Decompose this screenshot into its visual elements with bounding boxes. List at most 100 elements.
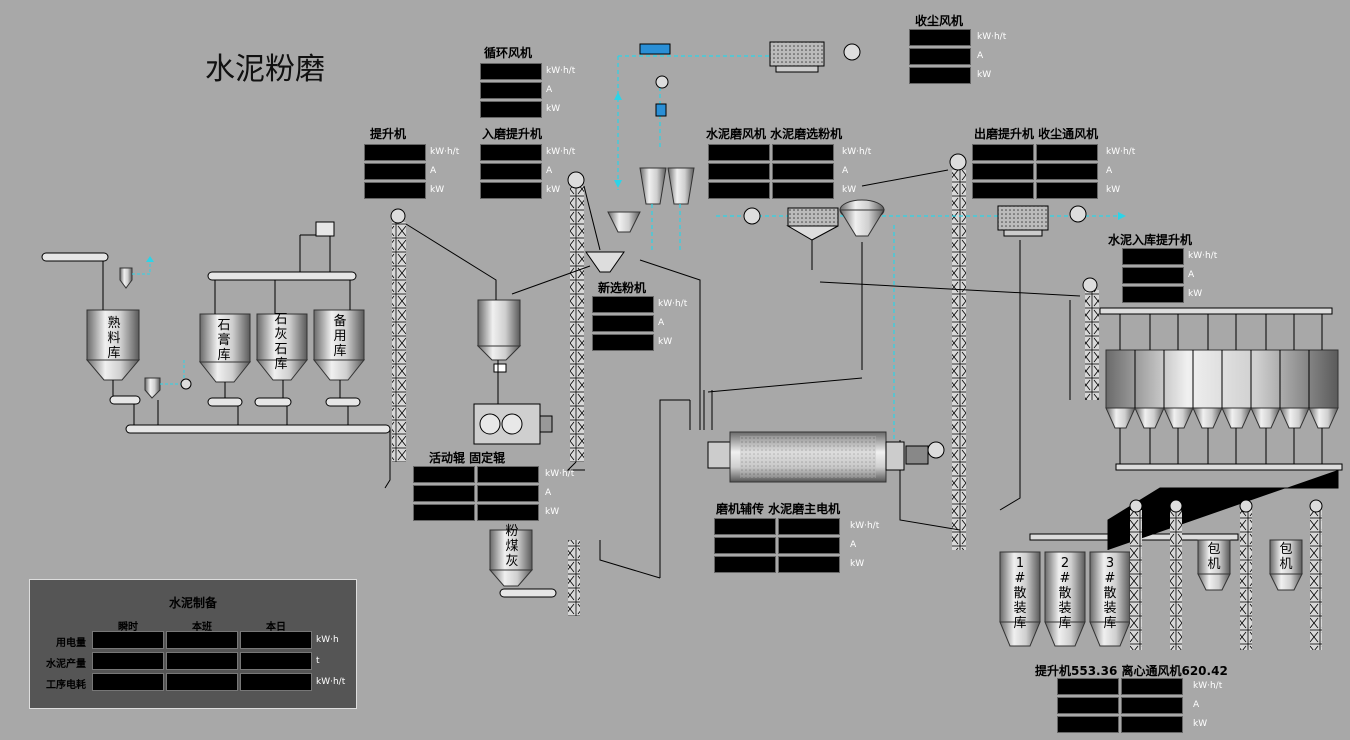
feed-hopper (585, 251, 625, 273)
col-header: 本日 (266, 622, 286, 633)
value-cell (1057, 716, 1119, 733)
belt-conveyors-left (41, 252, 557, 598)
bag-filter-top (769, 41, 825, 73)
value-cell (972, 182, 1034, 199)
cement-warehouse-elevator (1085, 290, 1099, 400)
row-unit: kW·h/t (316, 677, 346, 687)
bulk-silos (999, 551, 1131, 647)
dust-fan-icon (843, 43, 861, 61)
unit-label: kW·h/t (1193, 681, 1223, 691)
col-header: 本班 (192, 622, 212, 633)
unit-label: kW·h/t (546, 66, 576, 76)
unit-label: kW·h/t (546, 147, 576, 157)
coal-ash-silo (488, 529, 534, 587)
unit-label: kW·h/t (850, 521, 880, 531)
value-cell (166, 652, 238, 670)
value-cell (92, 652, 164, 670)
unit-label: A (545, 488, 552, 498)
bulk-silo-2-label: 2 # 散 装 库 (1058, 556, 1072, 631)
value-cell (592, 315, 654, 332)
value-cell (972, 163, 1034, 180)
value-cell (480, 182, 542, 199)
cyclones (639, 167, 695, 205)
value-cell (778, 537, 840, 554)
unit-label: kW (546, 104, 561, 114)
value-cell (1122, 248, 1184, 265)
mill-inlet-elevator (570, 186, 584, 462)
spare-silo (312, 309, 366, 381)
value-cell (714, 537, 776, 554)
value-cell (909, 29, 971, 46)
row-unit: t (316, 656, 320, 666)
unit-label: A (977, 51, 984, 61)
value-cell (1057, 697, 1119, 714)
value-cell (708, 144, 770, 161)
unit-label: A (430, 166, 437, 176)
value-cell (480, 163, 542, 180)
value-cell (714, 518, 776, 535)
unit-label: kW (1106, 185, 1121, 195)
gypsum-silo (198, 313, 252, 383)
value-cell (909, 67, 971, 84)
value-cell (1122, 286, 1184, 303)
coal-ash-elevator (568, 540, 580, 616)
value-cell (1121, 697, 1183, 714)
unit-label: kW (977, 70, 992, 80)
unit-label: A (546, 85, 553, 95)
packer-1-label: 包 机 (1207, 542, 1221, 572)
value-cell (1121, 678, 1183, 695)
value-cell (972, 144, 1034, 161)
panel-label: 入磨提升机 (482, 127, 543, 141)
value-cell (364, 163, 426, 180)
packer-elevators (1129, 499, 1323, 650)
panel-label: 新选粉机 (598, 281, 647, 295)
unit-label: kW (1188, 289, 1203, 299)
unit-label: A (1106, 166, 1113, 176)
value-cell (413, 485, 475, 502)
dust-vent-fan-icon (1069, 205, 1087, 223)
feeder-hopper (315, 221, 335, 237)
cement-prep-summary: 水泥制备 瞬时 本班 本日 用电量 kW·h 水泥产量 t 工序电耗 kW·h/… (29, 579, 357, 709)
unit-label: kW (546, 185, 561, 195)
unit-label: kW·h/t (977, 32, 1007, 42)
unit-label: kW (658, 337, 673, 347)
value-cell (364, 144, 426, 161)
value-cell (480, 144, 542, 161)
value-cell (1121, 716, 1183, 733)
page-title: 水泥粉磨 (205, 52, 325, 87)
value-cell (480, 63, 542, 80)
panel-label: 水泥入库提升机 (1108, 233, 1193, 247)
value-cell (1036, 182, 1098, 199)
panel-label: 循环风机 (484, 46, 533, 60)
value-cell (92, 673, 164, 691)
value-cell (1057, 678, 1119, 695)
packer-2-label: 包 机 (1279, 542, 1293, 572)
value-cell (413, 504, 475, 521)
spare-silo-label: 备 用 库 (333, 314, 347, 359)
value-cell (240, 652, 312, 670)
row-unit: kW·h (316, 635, 339, 645)
value-cell (1036, 163, 1098, 180)
value-cell (778, 518, 840, 535)
unit-label: A (850, 540, 857, 550)
clinker-silo (85, 309, 141, 381)
col-header: 瞬时 (118, 622, 138, 633)
unit-label: kW (842, 185, 857, 195)
mill-fan-icon (743, 207, 761, 225)
value-cell (477, 485, 539, 502)
new-separator (607, 211, 641, 233)
ball-mill (707, 431, 945, 483)
value-cell (413, 466, 475, 483)
packer-silos (1197, 539, 1303, 591)
row-label: 工序电耗 (46, 680, 86, 691)
value-cell (92, 631, 164, 649)
unit-label: A (1188, 270, 1195, 280)
cement-silos (1029, 307, 1343, 541)
value-cell (240, 631, 312, 649)
unit-label: A (658, 318, 665, 328)
unit-label: kW·h/t (1188, 251, 1218, 261)
row-label: 用电量 (56, 638, 86, 649)
bag-filter-mid (786, 207, 839, 241)
panel-label: 提升机553.36 离心通风机620.42 (1035, 664, 1228, 678)
row-label: 水泥产量 (46, 659, 86, 670)
